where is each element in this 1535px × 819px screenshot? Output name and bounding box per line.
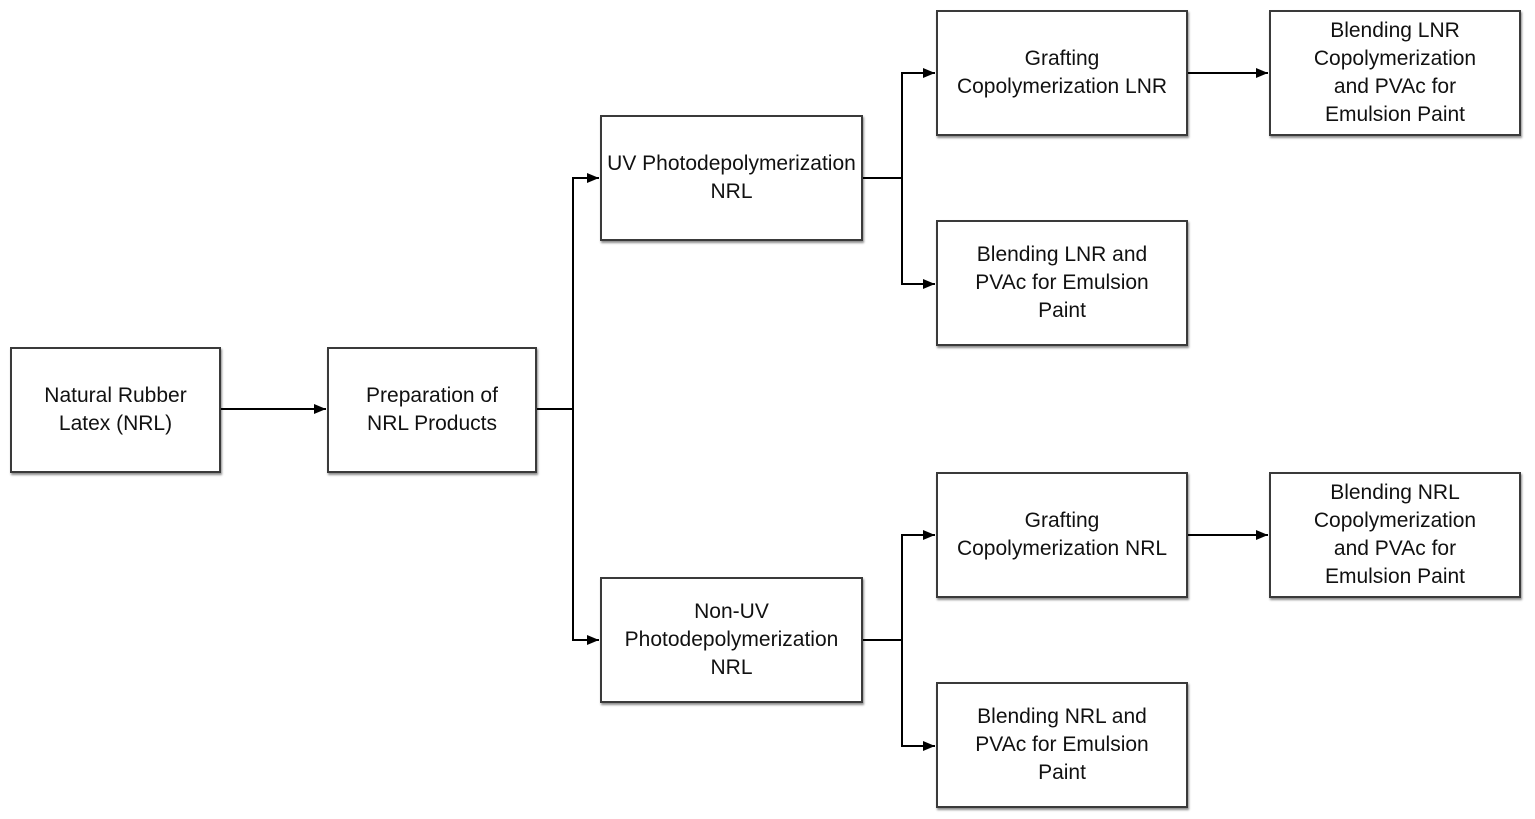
node-uv-photodepolymerization: UV Photodepolymerization NRL [600, 115, 863, 241]
node-blending-nrl-copolymerization: Blending NRL Copolymerization and PVAc f… [1269, 472, 1521, 598]
node-label: UV Photodepolymerization NRL [607, 152, 856, 203]
node-grafting-lnr: Grafting Copolymerization LNR [936, 10, 1188, 136]
node-label: Grafting Copolymerization NRL [956, 509, 1168, 560]
node-label: Natural Rubber Latex (NRL) [44, 384, 187, 435]
node-label: Blending LNR Copolymerization and PVAc f… [1313, 19, 1477, 126]
node-blending-lnr: Blending LNR and PVAc for Emulsion Paint [936, 220, 1188, 346]
node-natural-rubber-latex: Natural Rubber Latex (NRL) [10, 347, 221, 473]
node-label: Grafting Copolymerization LNR [956, 47, 1168, 98]
node-label: Blending NRL and PVAc for Emulsion Paint [975, 705, 1149, 784]
node-non-uv-photodepolymerization: Non-UV Photodepolymerization NRL [600, 577, 863, 703]
node-preparation: Preparation of NRL Products [327, 347, 537, 473]
node-label: Non-UV Photodepolymerization NRL [624, 600, 839, 679]
node-grafting-nrl: Grafting Copolymerization NRL [936, 472, 1188, 598]
node-label: Blending LNR and PVAc for Emulsion Paint [975, 243, 1149, 322]
node-blending-nrl: Blending NRL and PVAc for Emulsion Paint [936, 682, 1188, 808]
node-label: Preparation of NRL Products [366, 384, 498, 435]
node-blending-lnr-copolymerization: Blending LNR Copolymerization and PVAc f… [1269, 10, 1521, 136]
node-label: Blending NRL Copolymerization and PVAc f… [1313, 481, 1477, 588]
